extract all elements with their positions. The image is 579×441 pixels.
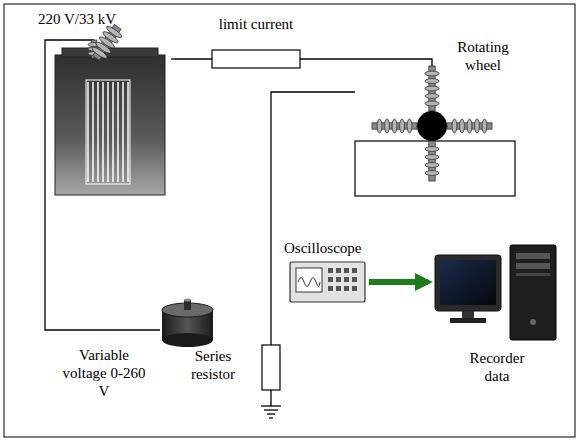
- wire: [175, 58, 212, 59]
- wheel-base: [355, 141, 515, 196]
- insulator-group: [88, 22, 125, 63]
- variable-voltage: Variable voltage 0-260 V: [160, 300, 215, 348]
- device-label: Recorder data: [460, 349, 534, 385]
- limit-resistor-symbol: [212, 50, 300, 68]
- wire: [45, 40, 160, 330]
- wire: [271, 92, 355, 345]
- limit-resistor: limit current: [212, 50, 300, 68]
- series-resistor: Series resistor: [262, 345, 280, 390]
- device-label: Series resistor: [176, 347, 250, 383]
- frame: [4, 4, 575, 437]
- device-label: limit current: [219, 15, 294, 33]
- wheel-hub: [417, 111, 447, 141]
- wire: [300, 59, 432, 66]
- insulator: [425, 66, 439, 111]
- series-resistor-symbol: [261, 345, 281, 418]
- transformer-symbol: [55, 40, 175, 195]
- insulator: [89, 22, 126, 63]
- computer-symbol: [435, 245, 556, 340]
- computer: Recorder data: [430, 245, 565, 390]
- device-label: Variable voltage 0-260 V: [58, 346, 150, 400]
- variac-symbol: [162, 299, 213, 348]
- oscilloscope-symbol: [290, 262, 365, 302]
- device-label: 220 V/33 kV: [38, 10, 116, 28]
- device-label: Oscilloscope: [284, 239, 361, 257]
- wheel-insulators: [372, 66, 492, 181]
- data-arrow: [369, 279, 428, 285]
- oscilloscope: Oscilloscope: [290, 262, 365, 302]
- insulator: [372, 119, 417, 133]
- insulator: [447, 119, 492, 133]
- device-label: Rotating wheel: [447, 38, 519, 74]
- insulator: [425, 141, 439, 181]
- transformer: 220 V/33 kV: [55, 30, 175, 198]
- rotating-wheel: Rotating wheel: [355, 66, 515, 196]
